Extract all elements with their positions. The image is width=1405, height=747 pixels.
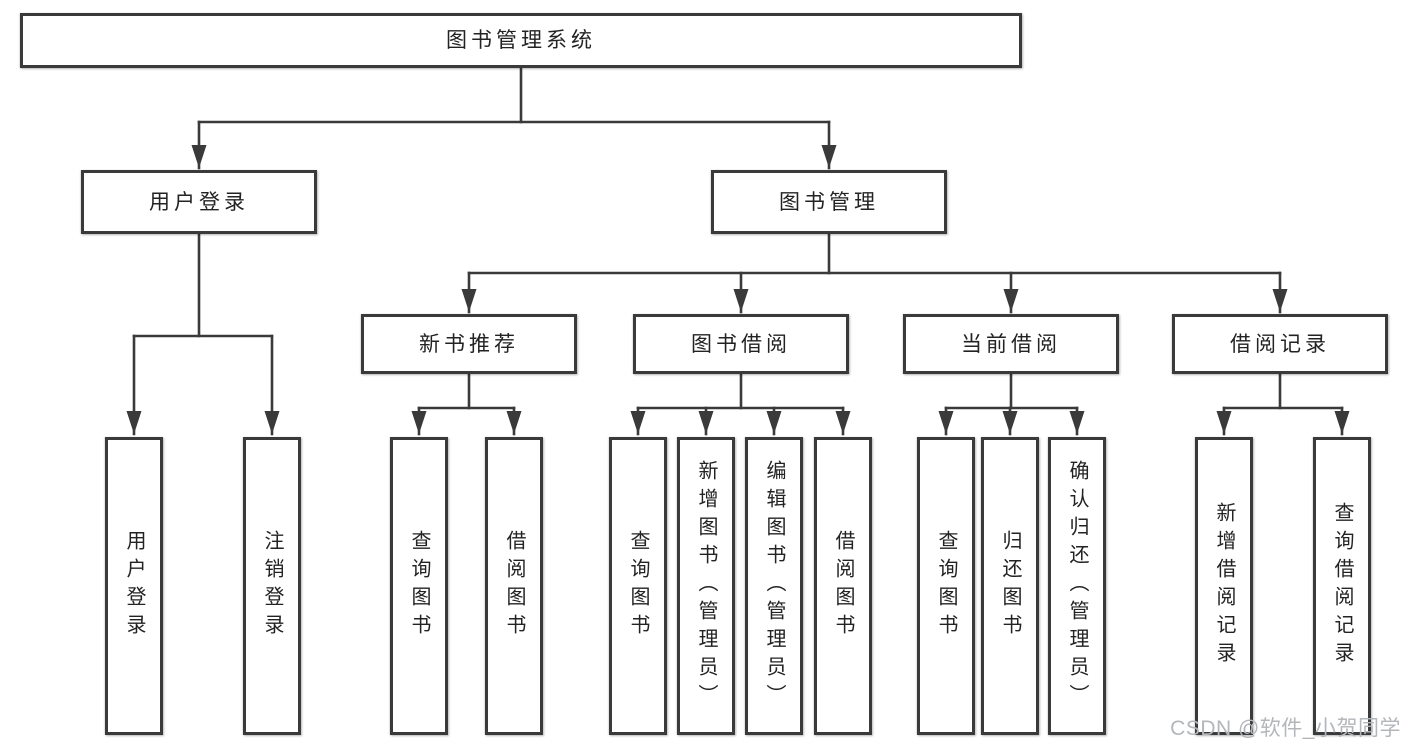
leaf-records-query-record: 查询借阅记录 — [1313, 437, 1371, 735]
leaf-borrow-borrow-books-label: 借阅图书 — [832, 530, 854, 642]
leaf-user-login-label: 用户登录 — [123, 530, 145, 642]
connector-current-borrow-branch — [938, 372, 1085, 436]
node-current-borrow-label: 当前借阅 — [961, 332, 1061, 356]
leaf-records-query-record-label: 查询借阅记录 — [1331, 502, 1353, 670]
leaf-borrow-add-books: 新增图书（管理员） — [677, 437, 735, 735]
connector-book-management-branch — [461, 232, 1288, 314]
node-new-book-recommend-label: 新书推荐 — [419, 332, 519, 356]
leaf-logout-label: 注销登录 — [261, 530, 283, 642]
node-book-management: 图书管理 — [711, 170, 947, 234]
connector-book-borrow-branch — [630, 372, 851, 436]
node-user-login: 用户登录 — [81, 170, 317, 234]
leaf-records-add-record-label: 新增借阅记录 — [1213, 502, 1235, 670]
leaf-recommend-query-books-label: 查询图书 — [408, 530, 430, 642]
leaf-borrow-edit-books-label: 编辑图书（管理员） — [763, 460, 785, 712]
leaf-borrow-edit-books: 编辑图书（管理员） — [745, 437, 803, 735]
node-root-system-label: 图书管理系统 — [446, 29, 596, 52]
leaf-current-confirm-return: 确认归还（管理员） — [1048, 437, 1106, 735]
node-root-system: 图书管理系统 — [20, 13, 1022, 68]
leaf-borrow-borrow-books: 借阅图书 — [814, 437, 872, 735]
leaf-recommend-query-books: 查询图书 — [390, 437, 448, 735]
connector-root-to-level2 — [191, 66, 837, 170]
node-borrow-records: 借阅记录 — [1172, 314, 1388, 374]
leaf-recommend-borrow-books: 借阅图书 — [485, 437, 543, 735]
connector-user-login-branch — [126, 232, 280, 436]
node-user-login-label: 用户登录 — [149, 190, 249, 214]
leaf-borrow-query-books: 查询图书 — [609, 437, 667, 735]
csdn-watermark: CSDN @软件_小贺同学 — [1170, 717, 1401, 740]
leaf-recommend-borrow-books-label: 借阅图书 — [503, 530, 525, 642]
node-current-borrow: 当前借阅 — [903, 314, 1119, 374]
leaf-current-query-books: 查询图书 — [917, 437, 975, 735]
node-book-borrow: 图书借阅 — [633, 314, 849, 374]
connector-new-book-recommend-branch — [411, 372, 522, 436]
connector-borrow-records-branch — [1216, 372, 1350, 436]
node-borrow-records-label: 借阅记录 — [1230, 332, 1330, 356]
leaf-current-confirm-return-label: 确认归还（管理员） — [1066, 460, 1088, 712]
leaf-records-add-record: 新增借阅记录 — [1195, 437, 1253, 735]
node-book-management-label: 图书管理 — [779, 190, 879, 214]
leaf-logout: 注销登录 — [243, 437, 301, 735]
node-new-book-recommend: 新书推荐 — [361, 314, 577, 374]
leaf-current-query-books-label: 查询图书 — [935, 530, 957, 642]
leaf-borrow-add-books-label: 新增图书（管理员） — [695, 460, 717, 712]
node-book-borrow-label: 图书借阅 — [691, 332, 791, 356]
leaf-borrow-query-books-label: 查询图书 — [627, 530, 649, 642]
leaf-user-login: 用户登录 — [105, 437, 163, 735]
leaf-current-return-books-label: 归还图书 — [999, 530, 1021, 642]
leaf-current-return-books: 归还图书 — [981, 437, 1039, 735]
